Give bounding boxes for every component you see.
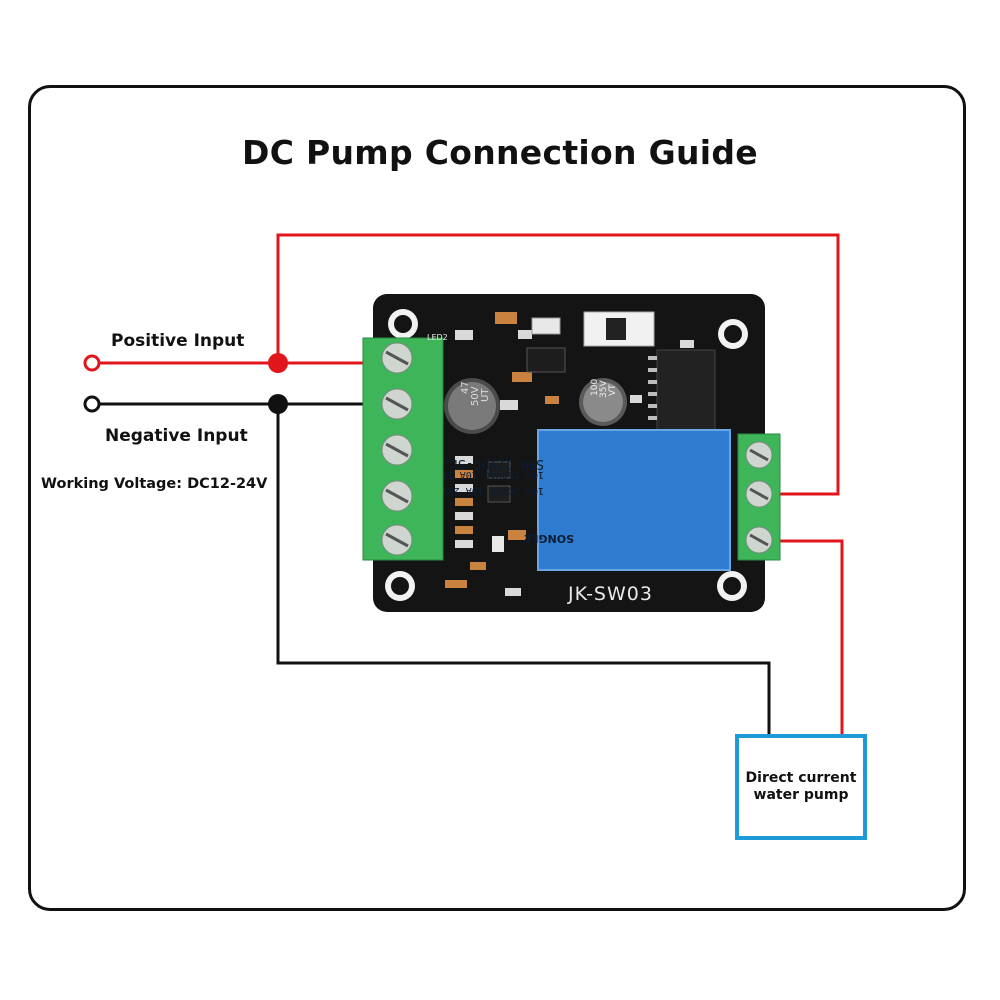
positive-wires: [98, 233, 844, 735]
negative-input-label: Negative Input: [105, 426, 248, 446]
page-title: DC Pump Connection Guide: [242, 133, 758, 172]
junction-dot-icon: [268, 394, 288, 414]
svg-text:VT: VT: [608, 384, 618, 396]
svg-text:35V: 35V: [599, 380, 609, 398]
smd-components: [445, 312, 694, 596]
svg-text:100: 100: [590, 379, 600, 396]
positive-input-label: Positive Input: [111, 331, 245, 351]
svg-text:10A 250VAC 10A 125VAC: 10A 250VAC 10A 125VAC: [418, 469, 544, 480]
working-voltage-label: Working Voltage: DC12-24V: [41, 476, 268, 492]
led-silkscreen: LED2: [427, 333, 448, 342]
output-terminal-block: [737, 433, 781, 561]
svg-text:SRD-12VDC-SL-C: SRD-12VDC-SL-C: [434, 456, 544, 471]
negative-wires: [98, 402, 771, 735]
water-pump-box: Direct current water pump: [735, 734, 867, 840]
pump-positive-wire: [770, 539, 844, 735]
junction-dot-icon: [268, 353, 288, 373]
small-capacitor: 100 35V VT: [579, 378, 627, 426]
svg-text:50V: 50V: [470, 386, 481, 406]
negative-terminal-icon[interactable]: [83, 395, 101, 413]
positive-bridge-wire: [276, 233, 840, 496]
relay-board: 47 50V UT 100 35V VT SRD-12VDC-SL-C 10A …: [362, 294, 781, 612]
svg-text:47: 47: [460, 381, 471, 394]
water-pump-label: Direct current water pump: [746, 770, 857, 804]
svg-text:10A 30VDC 10A 28VDC: 10A 30VDC 10A 28VDC: [430, 485, 544, 496]
large-capacitor: 47 50V UT: [444, 378, 500, 434]
water-pump-label-line2: water pump: [753, 787, 849, 803]
water-pump-label-line1: Direct current: [745, 770, 857, 786]
svg-text:UT: UT: [480, 388, 491, 402]
mounting-hole-icon: [385, 309, 748, 601]
positive-terminal-icon[interactable]: [83, 354, 101, 372]
screw-icon[interactable]: [381, 342, 413, 556]
relay: SRD-12VDC-SL-C 10A 250VAC 10A 125VAC 10A…: [418, 429, 731, 571]
pump-negative-wire: [276, 404, 771, 735]
board-model-label: JK-SW03: [567, 583, 653, 605]
input-terminal-block: [362, 337, 444, 561]
ic-chip: [648, 349, 716, 433]
screw-icon[interactable]: [745, 441, 773, 554]
slide-switch[interactable]: [583, 311, 655, 347]
svg-text:SONGLE: SONGLE: [524, 532, 574, 545]
diagram-frame: [28, 85, 966, 911]
